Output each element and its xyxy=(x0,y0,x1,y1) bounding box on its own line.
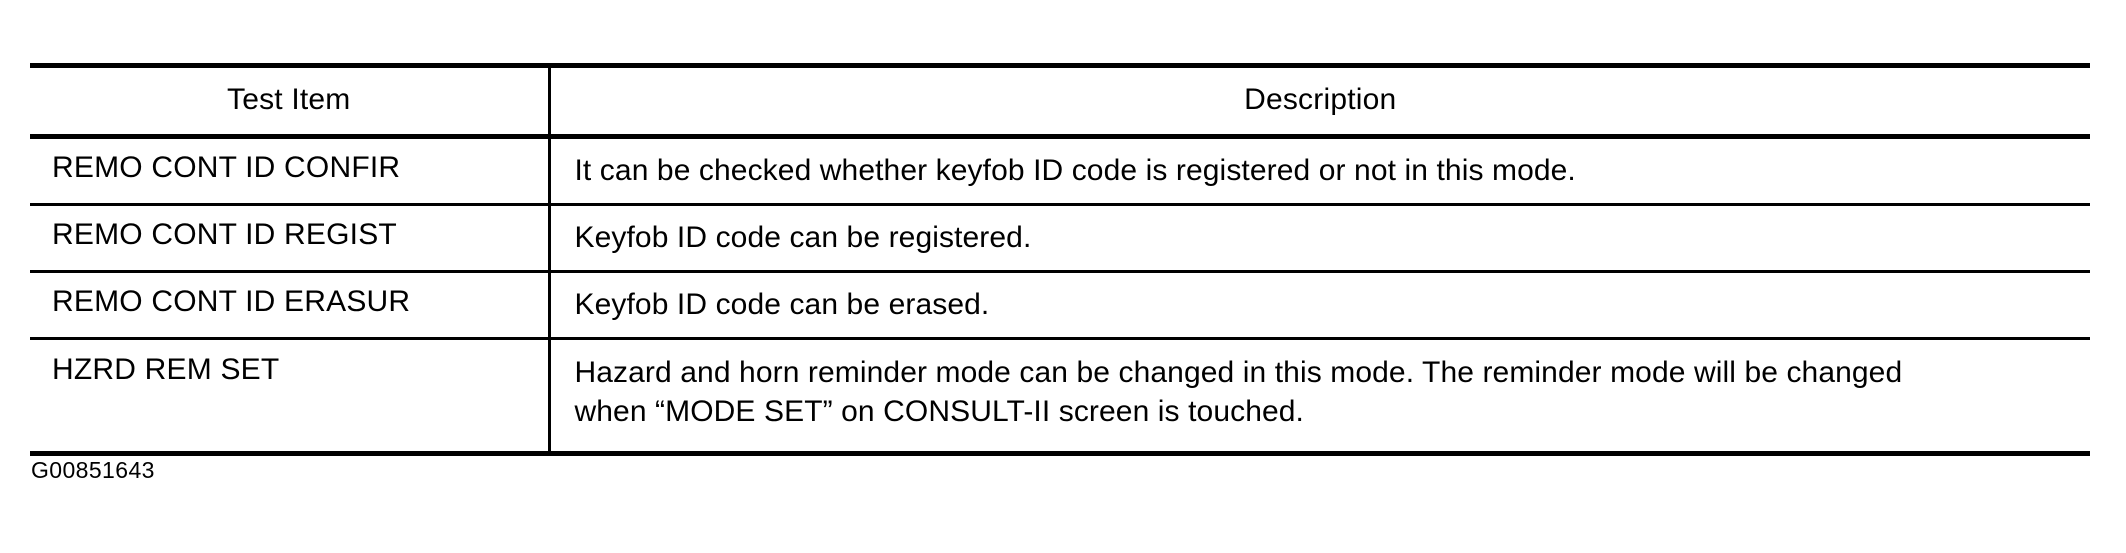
table-row: HZRD REM SET Hazard and horn reminder mo… xyxy=(30,338,2090,456)
table-header-row: Test Item Description xyxy=(30,63,2090,139)
description-line: Keyfob ID code can be registered. xyxy=(574,221,1032,254)
work-support-mode-table: Test Item Description REMO CONT ID CONFI… xyxy=(30,63,2090,456)
description-line: It can be checked whether keyfob ID code… xyxy=(574,154,1576,187)
cell-test-item: REMO CONT ID REGIST xyxy=(30,204,551,273)
description-line: Hazard and horn reminder mode can be cha… xyxy=(574,356,1903,389)
cell-test-item: REMO CONT ID CONFIR xyxy=(30,136,551,206)
cell-test-item: HZRD REM SET xyxy=(30,338,551,456)
cell-description: It can be checked whether keyfob ID code… xyxy=(549,136,2090,206)
cell-description: Hazard and horn reminder mode can be cha… xyxy=(549,338,2090,456)
column-header-test-item: Test Item xyxy=(30,63,551,139)
description-line: Keyfob ID code can be erased. xyxy=(574,288,990,321)
table-row: REMO CONT ID REGIST Keyfob ID code can b… xyxy=(30,204,2090,273)
table-body: REMO CONT ID CONFIR It can be checked wh… xyxy=(30,136,2090,456)
figure-caption: G00851643 xyxy=(31,457,155,483)
table-row: REMO CONT ID ERASUR Keyfob ID code can b… xyxy=(30,271,2090,340)
cell-test-item: REMO CONT ID ERASUR xyxy=(30,271,551,340)
column-header-description: Description xyxy=(549,63,2090,139)
spec-table-container: Test Item Description REMO CONT ID CONFI… xyxy=(30,63,2090,456)
cell-description: Keyfob ID code can be registered. xyxy=(549,204,2090,273)
table-header: Test Item Description xyxy=(30,63,2090,139)
cell-description: Keyfob ID code can be erased. xyxy=(549,271,2090,340)
table-row: REMO CONT ID CONFIR It can be checked wh… xyxy=(30,136,2090,206)
description-line: when “MODE SET” on CONSULT-II screen is … xyxy=(574,395,1304,428)
